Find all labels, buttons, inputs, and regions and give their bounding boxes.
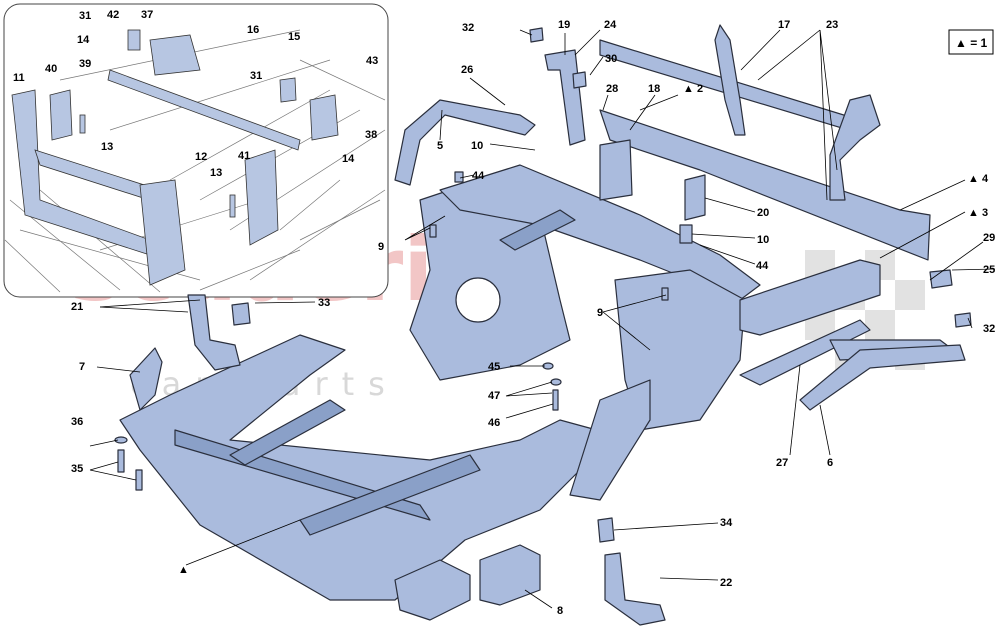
label-10-b: 10: [757, 234, 769, 246]
label-7: 7: [79, 361, 85, 373]
bracket-22: [604, 552, 666, 626]
label-17: 17: [778, 19, 790, 31]
label-43: 43: [366, 55, 378, 67]
label-28: 28: [606, 83, 618, 95]
label-5: 5: [437, 140, 443, 152]
label-15: 15: [288, 31, 300, 43]
bracket-20: [684, 174, 706, 221]
bracket-33: [231, 302, 251, 326]
label-triangle: ▲: [178, 564, 189, 576]
label-27: 27: [776, 457, 788, 469]
label-4: ▲ 4: [968, 173, 989, 185]
bolt-36: [114, 436, 128, 444]
label-25: 25: [983, 264, 995, 276]
bolt-47: [550, 378, 562, 386]
label-42: 42: [107, 9, 119, 21]
bracket-25: [929, 269, 953, 289]
bracket-32-top: [529, 27, 544, 43]
rear-lower-rail: [739, 259, 881, 336]
label-2: ▲ 2: [683, 83, 703, 95]
bracket-30: [572, 71, 587, 89]
label-22: 22: [720, 577, 732, 589]
inset-detail: [3, 3, 389, 298]
chassis-main: [114, 24, 972, 626]
label-23: 23: [826, 19, 838, 31]
bolt-9b: [661, 287, 669, 301]
label-12: 12: [195, 151, 207, 163]
label-34: 34: [720, 517, 733, 529]
label-31: 31: [79, 10, 91, 22]
label-45: 45: [488, 361, 500, 373]
label-24: 24: [604, 19, 617, 31]
central-beam: [439, 164, 761, 301]
label-13: 13: [101, 141, 113, 153]
bolt-44: [454, 171, 464, 183]
callout-labels: 31 42 37 14 16 15 11 40 39 31 43 13 12 4…: [13, 9, 995, 617]
label-44: 44: [472, 170, 485, 182]
bracket-8: [479, 544, 541, 606]
label-41: 41: [238, 150, 250, 162]
leader-lines: [89, 29, 996, 609]
label-30: 30: [605, 53, 617, 65]
label-33: 33: [318, 297, 330, 309]
label-47: 47: [488, 390, 500, 402]
label-35: 35: [71, 463, 83, 475]
label-19: 19: [558, 19, 570, 31]
label-38: 38: [365, 129, 377, 141]
label-20: 20: [757, 207, 769, 219]
base-frame: [119, 334, 616, 601]
legend: ▲ = 1: [948, 29, 994, 55]
label-26: 26: [461, 64, 473, 76]
label-11: 11: [13, 72, 25, 84]
rail-6: [799, 344, 966, 411]
bolt-35b: [135, 469, 143, 491]
label-39: 39: [79, 58, 91, 70]
label-32-b: 32: [983, 323, 995, 335]
label-18: 18: [648, 83, 660, 95]
bracket-7: [129, 347, 163, 411]
spacer-10: [679, 224, 693, 244]
label-6: 6: [827, 457, 833, 469]
legend-text: ▲ = 1: [955, 36, 988, 50]
label-36: 36: [71, 416, 83, 428]
label-8: 8: [557, 605, 563, 617]
bolt-9a: [429, 224, 437, 238]
label-29: 29: [983, 232, 995, 244]
label-46: 46: [488, 417, 500, 429]
bolt-46: [552, 389, 559, 411]
bolt-35a: [117, 449, 125, 473]
label-44-b: 44: [756, 260, 769, 272]
label-3: ▲ 3: [968, 207, 988, 219]
label-9-b: 9: [597, 307, 603, 319]
label-13-b: 13: [210, 167, 222, 179]
label-16: 16: [247, 24, 259, 36]
label-31-b: 31: [250, 70, 262, 82]
label-10: 10: [471, 140, 483, 152]
roll-hoop: [394, 99, 536, 186]
label-32: 32: [462, 22, 474, 34]
label-14-b: 14: [342, 153, 355, 165]
bracket-21: [187, 294, 241, 371]
label-37: 37: [141, 9, 153, 21]
label-14: 14: [77, 34, 90, 46]
bracket-34: [597, 517, 615, 543]
label-9: 9: [378, 241, 384, 253]
label-40: 40: [45, 63, 57, 75]
label-21: 21: [71, 301, 83, 313]
